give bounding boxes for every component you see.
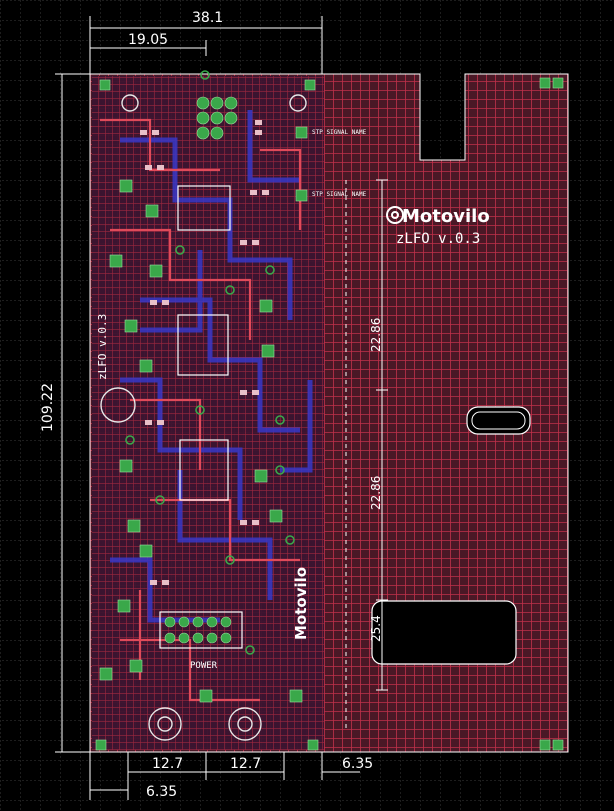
brand-logo-text: Motovilo [402,206,490,227]
dim-bottom-right: 6.35 [342,756,373,772]
component-area [92,76,324,750]
stp-label-1: STP SIGNAL NAME [312,129,367,136]
dim-left-height: 109.22 [40,383,56,432]
vertical-brand-text: Motovilo [292,567,310,640]
power-label: POWER [190,661,218,671]
vias [125,70,295,655]
dim-bottom-small: 6.35 [146,784,177,800]
dim-right-mid: 22.86 [369,476,383,510]
component-pads [95,77,564,751]
small-slot-inner [471,411,526,430]
side-version-label: zLFO v.0.3 [96,314,109,380]
stp-label-2: STP SIGNAL NAME [312,191,367,198]
jack-footprints [100,94,307,741]
smd-pads [140,120,269,585]
dimension-lines [55,16,388,800]
dim-top-half: 19.05 [128,32,168,48]
ic-footprints [159,185,243,649]
dim-right-slot: 25.4 [369,615,383,642]
dim-top-total: 38.1 [192,10,223,26]
dim-right-upper: 22.86 [369,318,383,352]
small-slot-cutout [466,406,531,435]
brand-logo-icon [386,206,404,224]
product-name: zLFO v.0.3 [396,231,480,247]
dim-bottom-left: 12.7 [152,756,183,772]
large-slot-cutout [371,600,517,665]
dim-bottom-mid: 12.7 [230,756,261,772]
